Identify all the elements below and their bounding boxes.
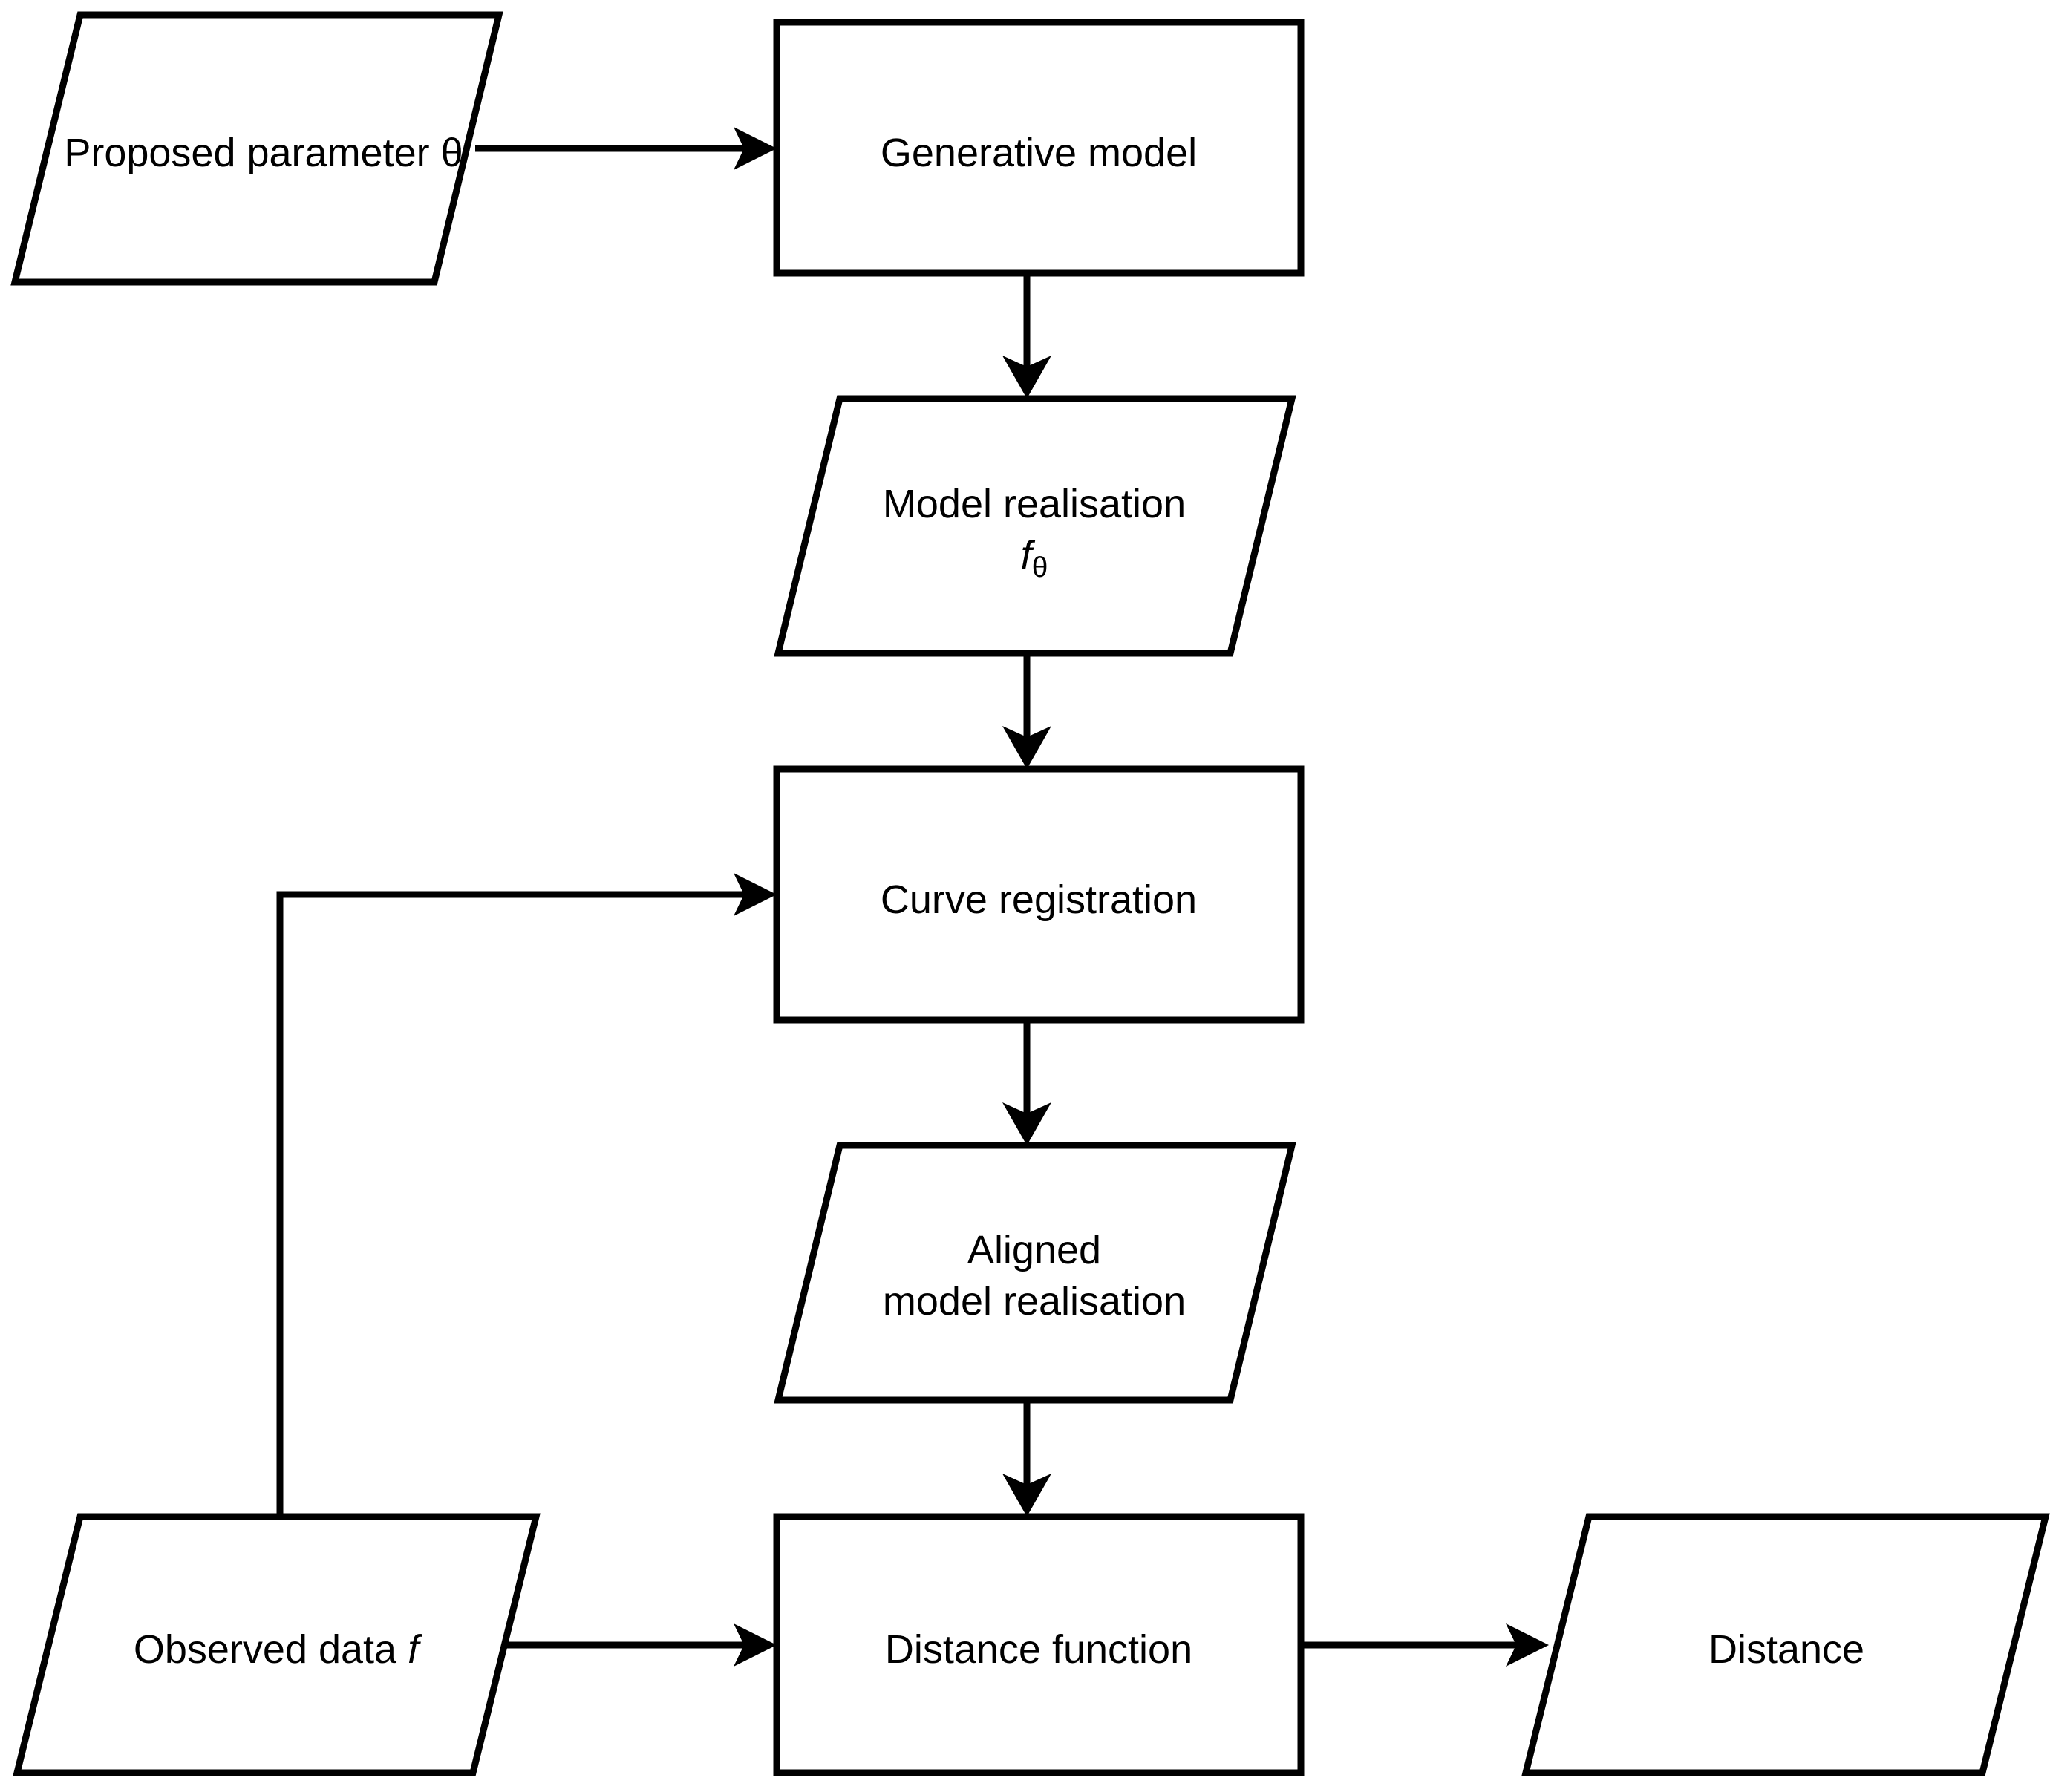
edge-observed-to-registration xyxy=(276,873,777,1517)
node-curve-registration[interactable] xyxy=(773,765,1305,1024)
node-observed-data[interactable] xyxy=(13,1513,541,1776)
edge-generative-to-realisation xyxy=(1002,273,1051,399)
node-aligned-model-realisation[interactable] xyxy=(774,1142,1296,1404)
edge-realisation-to-registration xyxy=(1002,653,1051,769)
node-model-realisation[interactable] xyxy=(774,395,1296,657)
node-distance-function[interactable] xyxy=(773,1513,1305,1776)
edge-observed-to-distance-function xyxy=(505,1623,777,1667)
edge-distance-function-to-distance xyxy=(1301,1623,1549,1667)
node-proposed-parameter[interactable] xyxy=(10,11,503,286)
edge-aligned-to-distance-function xyxy=(1002,1400,1051,1517)
edge-registration-to-aligned xyxy=(1002,1020,1051,1145)
edge-proposed-to-generative xyxy=(475,127,777,170)
node-generative-model[interactable] xyxy=(773,19,1305,277)
node-distance[interactable] xyxy=(1521,1513,2050,1776)
